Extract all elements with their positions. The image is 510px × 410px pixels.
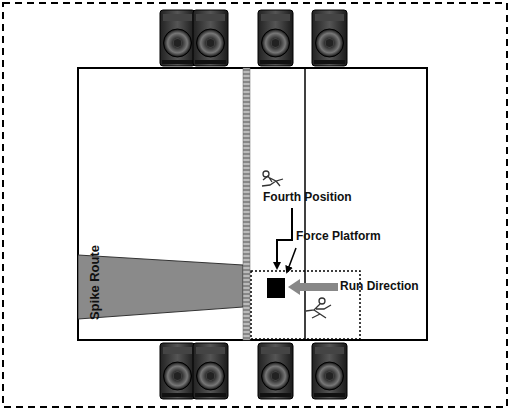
callout-label: Run Direction [340, 279, 419, 293]
band-shape [78, 222, 243, 340]
callout-label: Fourth Position [263, 190, 352, 204]
band-label: Spike Route [88, 244, 103, 319]
spike-route-band: Spike Route [78, 222, 243, 340]
callout-label: Force Platform [296, 229, 381, 243]
